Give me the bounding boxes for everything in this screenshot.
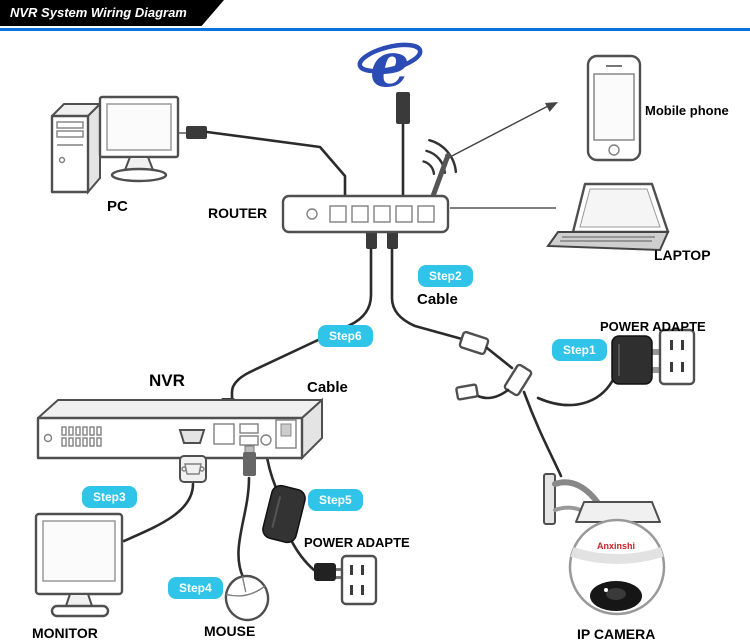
nvr-power-adapter xyxy=(262,484,306,544)
wifi-signal-icon xyxy=(422,102,558,175)
nvr-usb-port xyxy=(239,423,259,434)
ip-camera-device: Anxinshi xyxy=(543,473,666,616)
wire-router-to-internet xyxy=(396,92,410,198)
internet-cable-plug xyxy=(396,92,410,124)
camera-power-adapter xyxy=(611,335,663,385)
pc-monitor xyxy=(98,95,180,183)
pc-cable-plug xyxy=(186,126,207,139)
step3-badge: Step3 xyxy=(82,486,137,508)
camera-brand-text: Anxinshi xyxy=(597,541,635,551)
nvr-power-switch xyxy=(275,419,297,449)
internet-explorer-icon: e xyxy=(357,28,423,101)
arrow-to-phone-icon xyxy=(545,102,558,112)
cable-splitter xyxy=(455,363,533,401)
power-plug-bottom xyxy=(314,563,345,581)
router-antenna xyxy=(430,155,450,199)
step4-badge: Step4 xyxy=(168,577,223,599)
mouse-device xyxy=(224,574,270,622)
label-pc: PC xyxy=(107,198,128,215)
header-banner: NVR System Wiring Diagram xyxy=(0,0,224,26)
nvr-dc-port xyxy=(260,434,272,446)
wire-splitter-to-camera xyxy=(522,390,563,478)
step2-badge: Step2 xyxy=(418,265,473,287)
pigtail-connector xyxy=(455,383,479,401)
label-ip-camera: IP CAMERA xyxy=(577,626,656,642)
step6-badge: Step6 xyxy=(318,325,373,347)
label-mouse: MOUSE xyxy=(204,623,256,639)
wire-pc-to-router xyxy=(178,126,347,199)
pc-tower xyxy=(50,101,101,195)
mobile-phone xyxy=(586,54,642,162)
label-cable-nvr: Cable xyxy=(307,379,348,396)
step1-badge: Step1 xyxy=(552,339,607,361)
label-monitor: MONITOR xyxy=(32,625,98,641)
step5-badge: Step5 xyxy=(308,489,363,511)
nvr-monitor xyxy=(34,512,124,618)
laptop xyxy=(546,182,670,252)
wire-nvr-to-monitor xyxy=(122,482,195,543)
wire-router-to-camera xyxy=(387,228,514,370)
nvr-lan-port xyxy=(213,423,235,445)
header-accent-line xyxy=(0,28,750,31)
router xyxy=(281,153,451,234)
nvr-vents xyxy=(61,426,102,447)
wall-outlet-top xyxy=(658,328,696,386)
label-nvr: NVR xyxy=(149,371,185,390)
wire-adapter-to-splitter xyxy=(536,376,616,407)
wall-outlet-bottom xyxy=(340,554,378,606)
nvr-vga-port xyxy=(178,429,206,444)
usb-plug xyxy=(243,445,256,476)
vga-connector xyxy=(179,455,207,483)
page-title: NVR System Wiring Diagram xyxy=(10,5,187,20)
label-mobile-phone: Mobile phone xyxy=(645,103,729,118)
label-power-adapter-nvr: POWER ADAPTE xyxy=(304,535,410,550)
nvr-device xyxy=(36,397,323,461)
label-power-adapter-camera: POWER ADAPTE xyxy=(600,319,706,334)
wire-nvr-to-mouse xyxy=(237,476,251,579)
label-router: ROUTER xyxy=(208,205,268,221)
rj45-coupler xyxy=(458,330,490,356)
label-laptop: LAPTOP xyxy=(654,247,711,263)
label-cable-router: Cable xyxy=(417,291,458,308)
